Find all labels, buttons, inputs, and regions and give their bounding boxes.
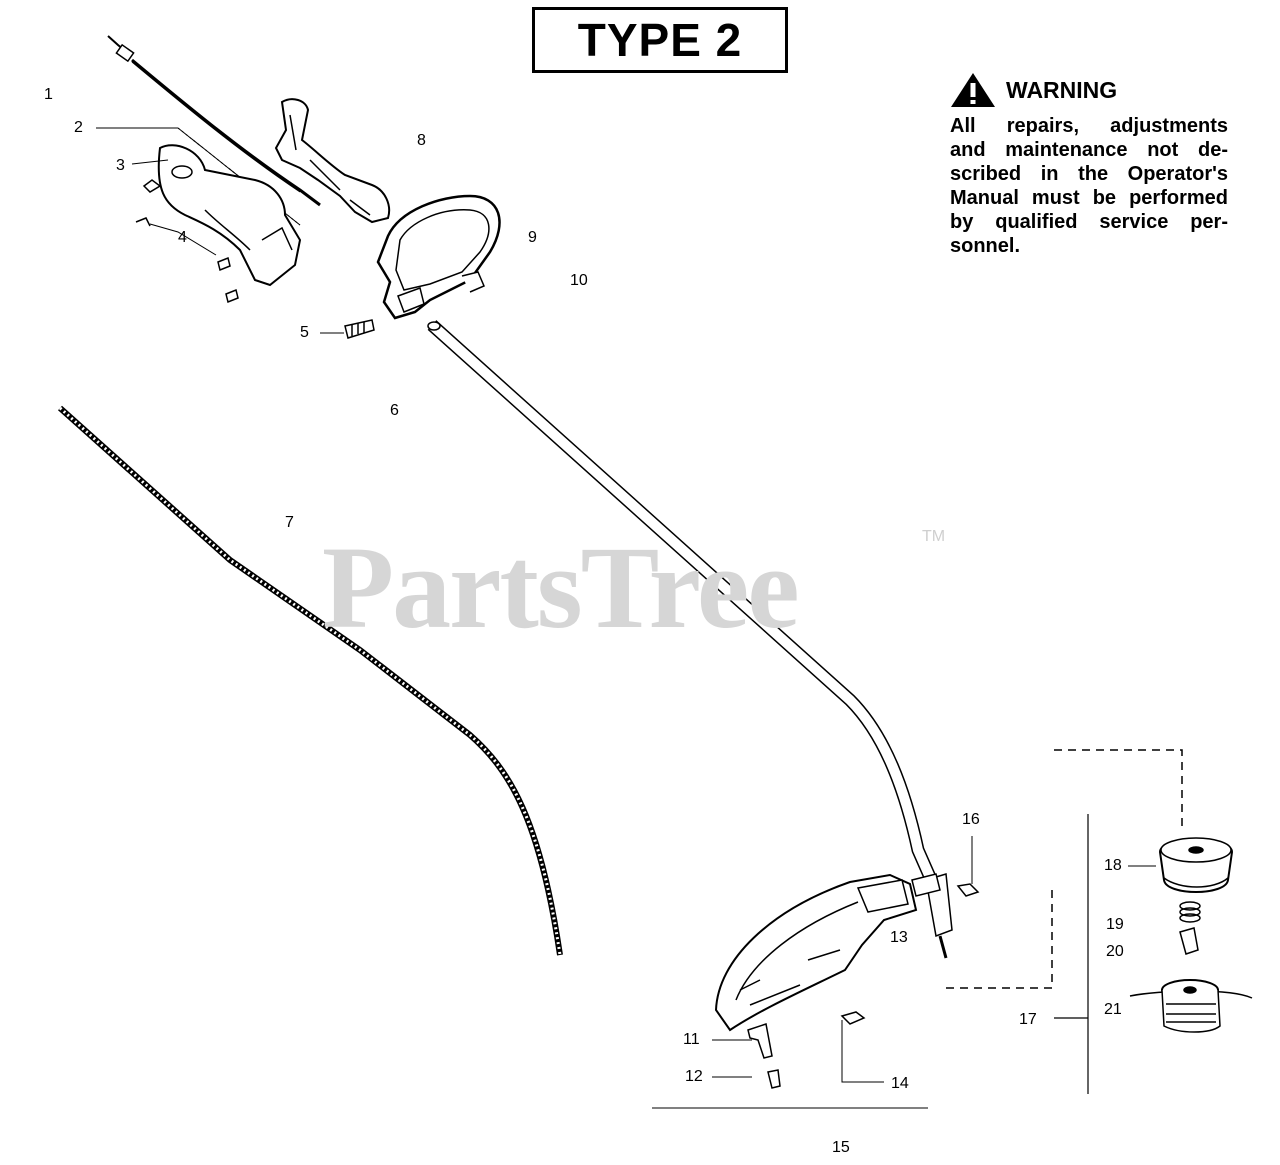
knob-part-16 xyxy=(956,883,980,897)
callout-16: 16 xyxy=(962,811,980,828)
trimmer-head-cover-part xyxy=(1158,837,1234,893)
loop-handle-part xyxy=(376,194,501,320)
callout-2: 2 xyxy=(74,119,83,136)
callout-3: 3 xyxy=(116,157,125,174)
callout-18: 18 xyxy=(1104,857,1122,874)
callout-19: 19 xyxy=(1106,916,1124,933)
callout-20: 20 xyxy=(1106,943,1124,960)
shaft-tube-part xyxy=(427,320,953,959)
drive-shaft-part xyxy=(58,405,563,956)
handle-cover-part xyxy=(274,98,391,224)
watermark: PartsTree xyxy=(322,522,800,653)
callout-17: 17 xyxy=(1019,1011,1037,1028)
handle-housing-part xyxy=(157,144,302,287)
type-label-box: TYPE 2 xyxy=(532,7,788,73)
callout-10: 10 xyxy=(570,272,588,289)
callout-1: 1 xyxy=(44,86,53,103)
screw-parts xyxy=(135,179,239,304)
warning-line: All repairs, adjustments xyxy=(950,115,1228,137)
callout-13: 13 xyxy=(890,929,908,946)
line-limiter-part xyxy=(747,1023,773,1059)
eyelet-part xyxy=(1179,927,1199,955)
callout-4: 4 xyxy=(178,229,187,246)
spring-part xyxy=(1179,901,1201,923)
throttle-cable-part xyxy=(107,35,321,207)
warning-text: All repairs, adjustments and maintenance… xyxy=(950,114,1228,258)
warning-line: sonnel. xyxy=(950,235,1021,257)
callout-5: 5 xyxy=(300,324,309,341)
callout-6: 6 xyxy=(390,402,399,419)
callout-8: 8 xyxy=(417,132,426,149)
watermark-tm: TM xyxy=(922,528,946,545)
warning-triangle-icon xyxy=(951,73,995,107)
trimmer-spool-part xyxy=(1129,979,1253,1033)
callout-15: 15 xyxy=(832,1139,850,1156)
bolt-part xyxy=(344,319,375,339)
warning-line: Manual must be performed xyxy=(950,187,1228,209)
screw-part-12 xyxy=(767,1069,781,1089)
warning-line: by qualified service per- xyxy=(950,211,1228,233)
callout-7: 7 xyxy=(285,514,294,531)
warning-header: WARNING xyxy=(950,72,1117,108)
callout-21: 21 xyxy=(1104,1001,1122,1018)
type-label: TYPE 2 xyxy=(577,14,743,66)
screw-part-14 xyxy=(840,1011,866,1025)
callout-14: 14 xyxy=(891,1075,909,1092)
callout-11: 11 xyxy=(683,1031,700,1048)
guard-part xyxy=(714,873,918,1032)
callout-9: 9 xyxy=(528,229,537,246)
callout-12: 12 xyxy=(685,1068,703,1085)
warning-line: and maintenance not de- xyxy=(950,139,1228,161)
warning-title: WARNING xyxy=(1006,76,1118,103)
clip-part xyxy=(461,271,485,293)
warning-line: scribed in the Operator's xyxy=(950,163,1228,185)
